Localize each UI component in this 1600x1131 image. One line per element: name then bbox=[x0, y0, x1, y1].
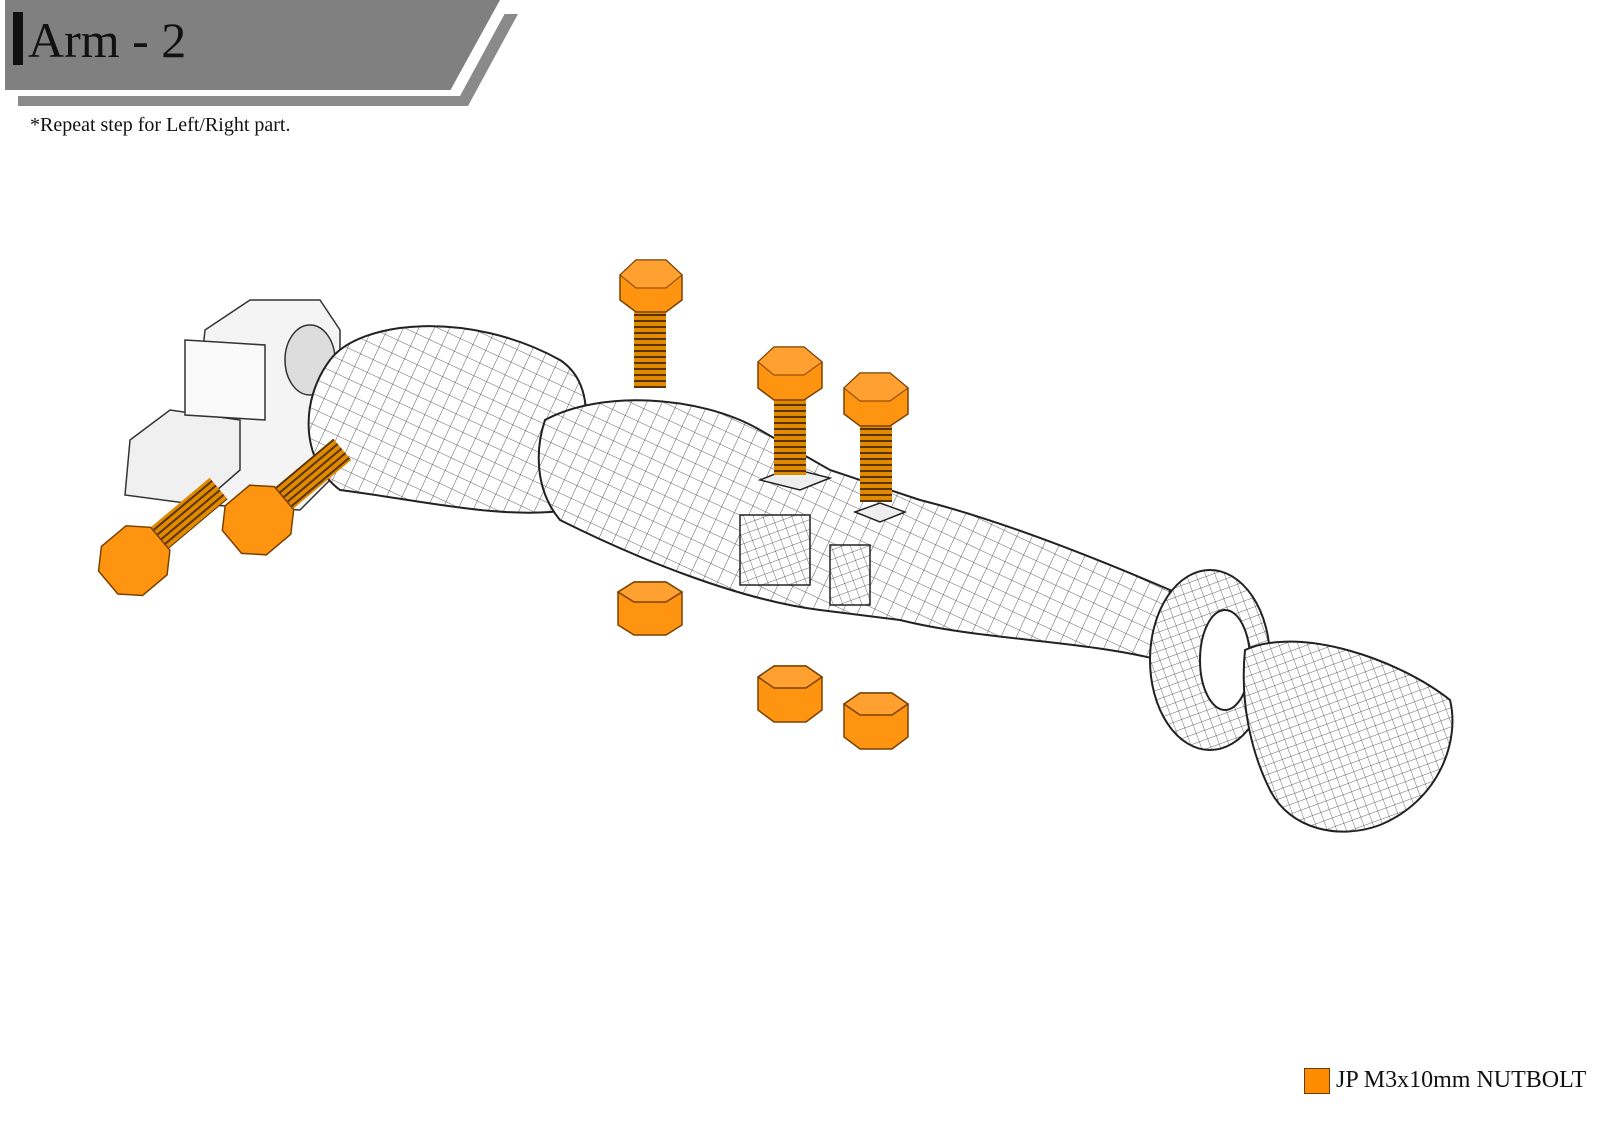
wrist-ring bbox=[1149, 569, 1271, 751]
nut bbox=[756, 665, 824, 723]
title-banner bbox=[5, 0, 500, 90]
bolt bbox=[221, 438, 352, 556]
bolt bbox=[97, 477, 228, 597]
nut bbox=[616, 581, 684, 636]
nut bbox=[842, 692, 910, 750]
title-accent-bar bbox=[13, 12, 23, 65]
repeat-note: *Repeat step for Left/Right part. bbox=[30, 114, 291, 136]
page-title: Arm - 2 bbox=[28, 12, 187, 68]
fist bbox=[1242, 640, 1454, 833]
bolt bbox=[843, 372, 909, 502]
bolt bbox=[757, 346, 823, 475]
nutbolt-color-swatch bbox=[1304, 1067, 1330, 1094]
forearm bbox=[537, 399, 1172, 662]
parts-legend: JP M3x10mm NUTBOLT bbox=[1304, 1067, 1586, 1094]
legend-label: JP M3x10mm NUTBOLT bbox=[1336, 1067, 1587, 1093]
bolt bbox=[619, 259, 683, 388]
